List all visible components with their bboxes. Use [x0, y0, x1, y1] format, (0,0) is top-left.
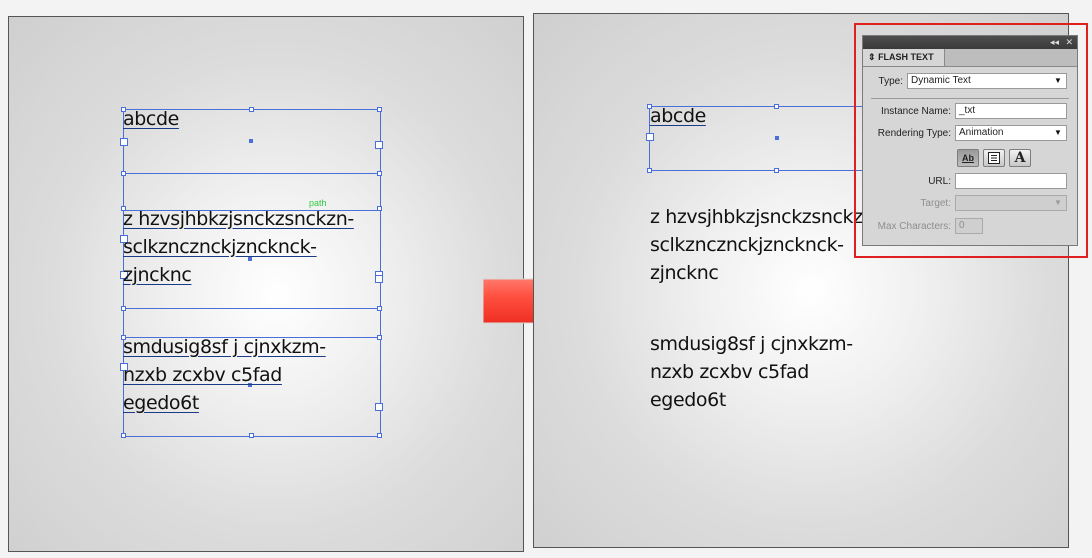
resize-handle[interactable]	[647, 104, 652, 109]
target-select: ▼	[955, 195, 1067, 211]
text-frame-3[interactable]: smdusig8sf j cjnxkzm- nzxb zcxbv c5fad e…	[650, 333, 853, 411]
text-border-icon	[988, 152, 1000, 164]
text-frame-1[interactable]: abcde	[650, 105, 706, 127]
chevron-down-icon[interactable]: ▼	[1054, 128, 1062, 137]
center-point	[248, 257, 252, 261]
close-icon[interactable]: ✕	[1065, 37, 1073, 47]
type-row: Type: Dynamic Text ▼	[863, 73, 1077, 91]
instance-name-label: Instance Name:	[880, 106, 951, 117]
chevron-down-icon[interactable]: ▼	[1054, 76, 1062, 85]
target-label: Target:	[920, 198, 951, 209]
rendering-type-select[interactable]: Animation ▼	[955, 125, 1067, 141]
resize-handle[interactable]	[377, 171, 382, 176]
double-chevron-left-icon[interactable]: ◂◂	[1049, 37, 1059, 47]
panel-highlight	[854, 23, 1088, 258]
resize-handle[interactable]	[375, 141, 383, 149]
type-label: Type:	[878, 76, 903, 87]
resize-handle[interactable]	[121, 306, 126, 311]
selectable-text-button[interactable]: Ab	[957, 149, 979, 167]
resize-handle[interactable]	[647, 168, 652, 173]
resize-handle[interactable]	[375, 275, 383, 283]
center-point	[775, 136, 779, 140]
resize-handle[interactable]	[120, 235, 128, 243]
text-frame-2[interactable]: z hzvsjhbkzjsnckzsnckzn- sclkzncznckjznc…	[123, 208, 354, 286]
url-row: URL:	[863, 173, 1077, 191]
resize-handle[interactable]	[375, 403, 383, 411]
tab-label: FLASH TEXT	[878, 52, 934, 62]
resize-handle[interactable]	[121, 107, 126, 112]
center-point	[248, 383, 252, 387]
resize-handle[interactable]	[249, 107, 254, 112]
resize-handle[interactable]	[774, 168, 779, 173]
max-characters-row: Max Characters: 0	[863, 218, 1077, 236]
type-select[interactable]: Dynamic Text ▼	[907, 73, 1067, 89]
text-frame-divider	[123, 173, 381, 174]
max-characters-input: 0	[955, 218, 983, 234]
target-row: Target: ▼	[863, 195, 1077, 213]
panel-titlebar[interactable]: ◂◂ ✕	[863, 36, 1077, 49]
instance-row: Instance Name: _txt	[863, 103, 1077, 121]
chevron-down-icon: ▼	[1054, 198, 1062, 207]
resize-handle[interactable]	[249, 433, 254, 438]
resize-handle[interactable]	[377, 335, 382, 340]
resize-handle[interactable]	[377, 433, 382, 438]
resize-handle[interactable]	[121, 171, 126, 176]
resize-handle[interactable]	[377, 306, 382, 311]
tab-arrows-icon: ⇕	[868, 52, 876, 62]
rendering-type-value: Animation	[959, 127, 1004, 138]
text-frame-2[interactable]: z hzvsjhbkzjsnckzsnckzn- sclkzncznckjznc…	[650, 206, 881, 284]
center-point	[249, 139, 253, 143]
panel-tab-row: ⇕ FLASH TEXT	[863, 49, 1077, 67]
type-value: Dynamic Text	[911, 75, 971, 86]
resize-handle[interactable]	[120, 363, 128, 371]
resize-handle[interactable]	[646, 133, 654, 141]
resize-handle[interactable]	[774, 104, 779, 109]
text-frame-divider	[123, 210, 381, 211]
divider	[871, 98, 1069, 99]
url-label: URL:	[928, 176, 951, 187]
resize-handle[interactable]	[121, 206, 126, 211]
resize-handle[interactable]	[377, 107, 382, 112]
font-embed-button[interactable]: A	[1009, 149, 1031, 167]
resize-handle[interactable]	[121, 335, 126, 340]
text-frame-divider	[123, 337, 381, 338]
font-embed-icon: A	[1014, 150, 1026, 166]
artboard-left: path abcde z hzvsjhbkzjsnckzsnckzn- sclk…	[8, 16, 524, 552]
selectable-text-icon: Ab	[962, 153, 974, 163]
max-characters-label: Max Characters:	[877, 221, 951, 232]
text-frame-divider	[123, 308, 381, 309]
resize-handle[interactable]	[120, 271, 128, 279]
resize-handle[interactable]	[120, 138, 128, 146]
flash-text-panel: ◂◂ ✕ ⇕ FLASH TEXT Type: Dynamic Text ▼ I…	[862, 35, 1078, 246]
rendering-row: Rendering Type: Animation ▼	[863, 125, 1077, 143]
path-hint-label: path	[309, 198, 327, 208]
rendering-type-label: Rendering Type:	[877, 128, 951, 139]
text-frame-3[interactable]: smdusig8sf j cjnxkzm- nzxb zcxbv c5fad e…	[123, 336, 326, 414]
text-border-button[interactable]	[983, 149, 1005, 167]
url-input[interactable]	[955, 173, 1067, 189]
text-frame-1[interactable]: abcde	[123, 108, 179, 130]
tab-flash-text[interactable]: ⇕ FLASH TEXT	[863, 49, 945, 66]
resize-handle[interactable]	[121, 433, 126, 438]
resize-handle[interactable]	[377, 206, 382, 211]
instance-name-input[interactable]: _txt	[955, 103, 1067, 119]
